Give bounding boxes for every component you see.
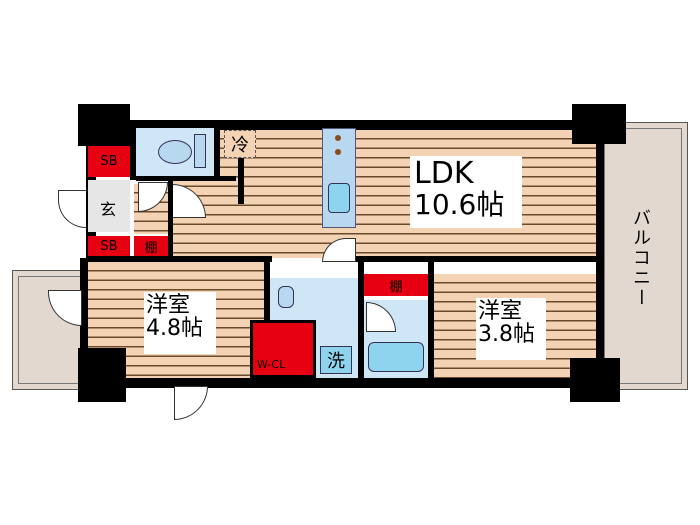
shelf-bath: 棚 <box>364 274 428 296</box>
toilet <box>136 128 216 176</box>
entrance-label: 玄 <box>100 200 117 219</box>
kitchen-counter <box>322 128 356 228</box>
bathroom <box>364 300 428 378</box>
bath-door[interactable] <box>366 302 396 332</box>
pillar <box>78 104 130 146</box>
storage-sb-bottom: SB <box>88 236 130 256</box>
room1-door[interactable] <box>174 386 208 420</box>
walk-in-closet: W-CL <box>250 320 316 378</box>
entrance: 玄 <box>88 180 130 232</box>
ldk-size: 10.6帖 <box>414 187 505 221</box>
ldk-label: LDK 10.6帖 <box>410 156 522 228</box>
ldk-name: LDK <box>414 156 474 191</box>
pillar <box>572 104 626 144</box>
wash-basin <box>278 286 294 308</box>
storage-sb-top: SB <box>88 145 130 177</box>
shelf-entrance: 棚 <box>134 236 168 256</box>
western-room-1-label: 洋室 4.8帖 <box>144 292 216 354</box>
bathtub <box>368 342 424 372</box>
pillar <box>78 348 126 402</box>
refrigerator: 冷 <box>224 130 256 158</box>
western-room-2-label: 洋室 3.8帖 <box>476 298 546 360</box>
refrigerator-label: 冷 <box>231 135 249 156</box>
balcony-label: バルコニー <box>630 208 651 308</box>
washer: 洗 <box>320 346 352 374</box>
entrance-door[interactable] <box>58 190 86 228</box>
pillar <box>570 358 620 402</box>
balcony: バルコニー <box>598 122 688 390</box>
sink <box>328 183 350 213</box>
